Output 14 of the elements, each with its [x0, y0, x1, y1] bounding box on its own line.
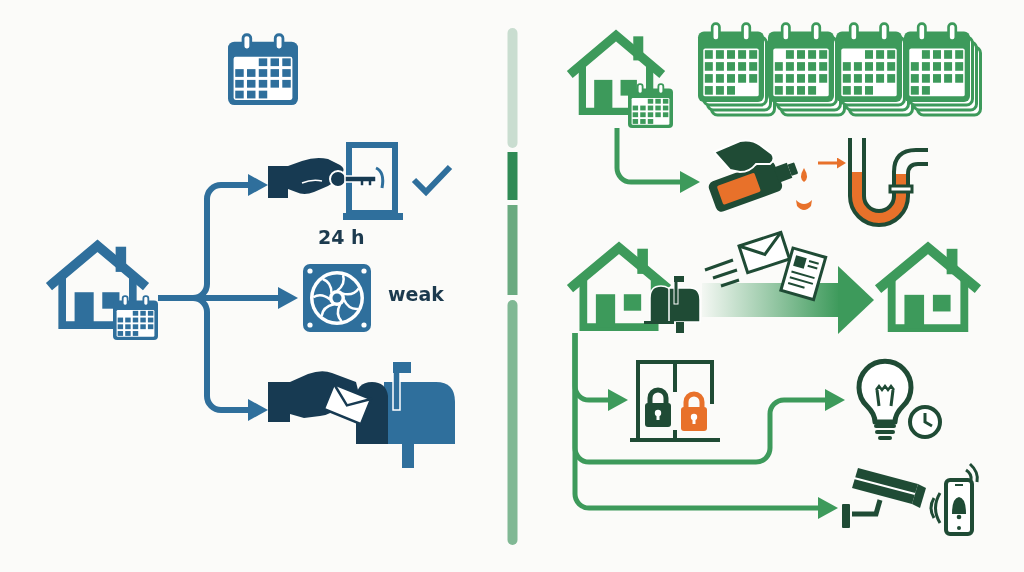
duration-label: 24 h [318, 226, 365, 248]
arrow [572, 333, 838, 519]
house-calendar-icon [566, 28, 673, 128]
mailbox-letter-icon [268, 360, 457, 468]
house-icon [874, 240, 982, 333]
padlock-door-icon [628, 358, 722, 444]
house-calendar-icon [45, 238, 158, 340]
house-mailbox-icon [566, 240, 702, 333]
arrow [158, 295, 268, 421]
key-door-icon [268, 142, 406, 223]
arrow [818, 157, 846, 169]
arrow [614, 128, 700, 193]
strength-label: weak [388, 283, 444, 305]
drain-pipe-icon [846, 138, 928, 228]
